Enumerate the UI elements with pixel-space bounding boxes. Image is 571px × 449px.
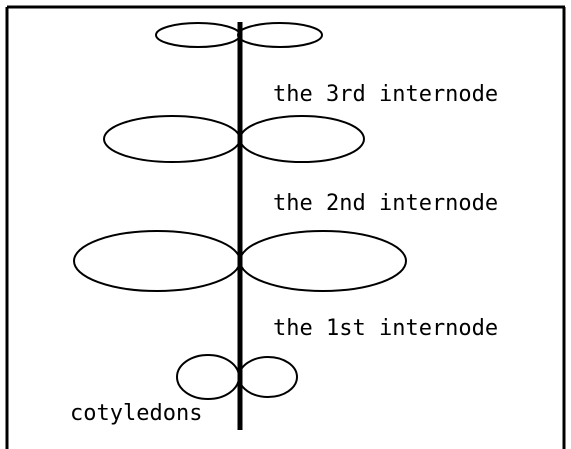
leaf-middle-left — [103, 115, 241, 163]
label-1st-internode: the 1st internode — [273, 316, 498, 341]
cotyledon-right — [238, 356, 298, 398]
cotyledon-pair — [176, 354, 298, 400]
leaf-pair-middle — [103, 115, 365, 163]
label-2nd-internode: the 2nd internode — [273, 191, 498, 216]
label-cotyledons: cotyledons — [70, 401, 202, 426]
leaf-top-right — [237, 22, 323, 48]
label-3rd-internode: the 3rd internode — [273, 82, 498, 107]
leaf-middle-right — [239, 115, 365, 163]
leaf-top-left — [155, 22, 241, 48]
frame — [5, 5, 566, 449]
leaf-lower-right — [239, 230, 407, 292]
cotyledon-left — [176, 354, 240, 400]
leaf-pair-lower — [73, 230, 407, 292]
leaf-pair-top — [155, 22, 323, 48]
leaf-lower-left — [73, 230, 241, 292]
